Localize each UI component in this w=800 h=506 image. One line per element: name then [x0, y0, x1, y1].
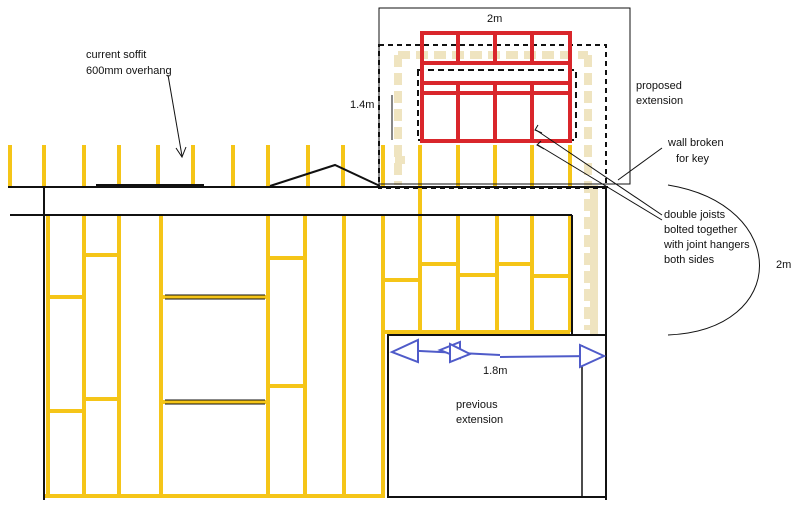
proposed-label-line2: extension — [636, 95, 683, 107]
soffit-label-line2: 600mm overhang — [86, 65, 172, 77]
annotation-leaders — [167, 74, 760, 336]
soffit-board — [96, 184, 204, 188]
previous-extension-label-line2: extension — [456, 414, 503, 426]
height-dimension-label: 1.4m — [350, 99, 374, 111]
proposed-extension-dashed-outer — [378, 44, 607, 189]
soffit-label-line1: current soffit — [86, 49, 146, 61]
wall-label-line1: wall broken — [667, 137, 724, 149]
joists-label-line2: bolted together — [664, 224, 738, 236]
width-dimension-label: 2m — [487, 13, 502, 25]
wall-opening — [165, 294, 265, 405]
new-roof-framing — [420, 31, 572, 143]
previous-extension-label-line1: previous — [456, 399, 498, 411]
existing-wall-studs — [8, 145, 572, 498]
proposed-label-line1: proposed — [636, 80, 682, 92]
span-dimension-arrow — [389, 338, 607, 369]
arc-dimension-label: 2m — [776, 259, 791, 271]
wall-label-line2: for key — [676, 153, 710, 165]
joists-label-line1: double joists — [664, 209, 726, 221]
previous-extension-box — [387, 334, 607, 498]
joists-label-line3: with joint hangers — [663, 239, 750, 251]
proposed-extension-dashed-inner — [417, 69, 577, 141]
joists-label-line4: both sides — [664, 254, 715, 266]
span-dimension-label: 1.8m — [483, 365, 507, 377]
